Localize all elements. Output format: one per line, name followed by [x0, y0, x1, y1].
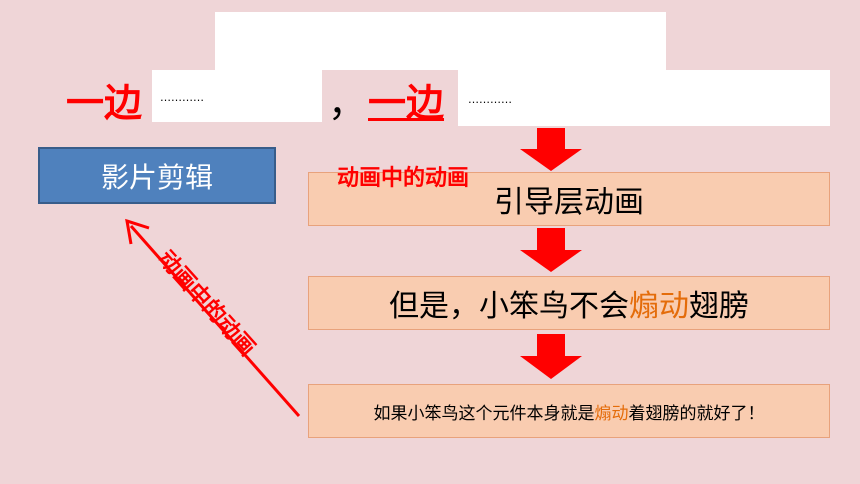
flow-box-if-symbol-post: 着翅膀的就好了！	[628, 403, 765, 424]
flow-box-cannot-flap-pre: 但是，小笨鸟不会	[389, 289, 629, 324]
annotation-label: 动画中的动画	[337, 166, 470, 191]
top-cover-box	[215, 12, 666, 70]
diagonal-arrow-head	[125, 218, 150, 245]
flow-box-guide-layer: 引导层动画	[308, 172, 830, 226]
cover-box-2	[458, 70, 830, 126]
movie-clip-label: 影片剪辑	[100, 160, 213, 194]
title-comma: ，	[328, 81, 367, 125]
down-arrow-1	[520, 128, 582, 171]
flow-box-guide-layer-label: 引导层动画	[494, 185, 644, 220]
cover-box-1	[152, 70, 322, 122]
diagonal-arrow-line	[129, 225, 301, 417]
title-part-2: 一边	[368, 81, 445, 125]
flow-box-cannot-flap: 但是，小笨鸟不会煽动翅膀	[308, 276, 830, 330]
flow-box-if-symbol-highlight: 煽动	[594, 403, 629, 424]
down-arrow-2	[520, 228, 582, 272]
flow-box-if-symbol: 如果小笨鸟这个元件本身就是煽动着翅膀的就好了！	[308, 384, 830, 438]
title-part-1: 一边	[66, 81, 143, 125]
blank-dots-2: …………	[468, 93, 512, 106]
down-arrow-3	[520, 334, 582, 379]
flow-box-cannot-flap-highlight: 煽动	[629, 289, 689, 324]
flow-box-if-symbol-pre: 如果小笨鸟这个元件本身就是	[373, 403, 595, 424]
blank-dots-1: …………	[160, 91, 204, 104]
flow-box-cannot-flap-post: 翅膀	[689, 289, 749, 324]
movie-clip-box: 影片剪辑	[38, 147, 276, 204]
